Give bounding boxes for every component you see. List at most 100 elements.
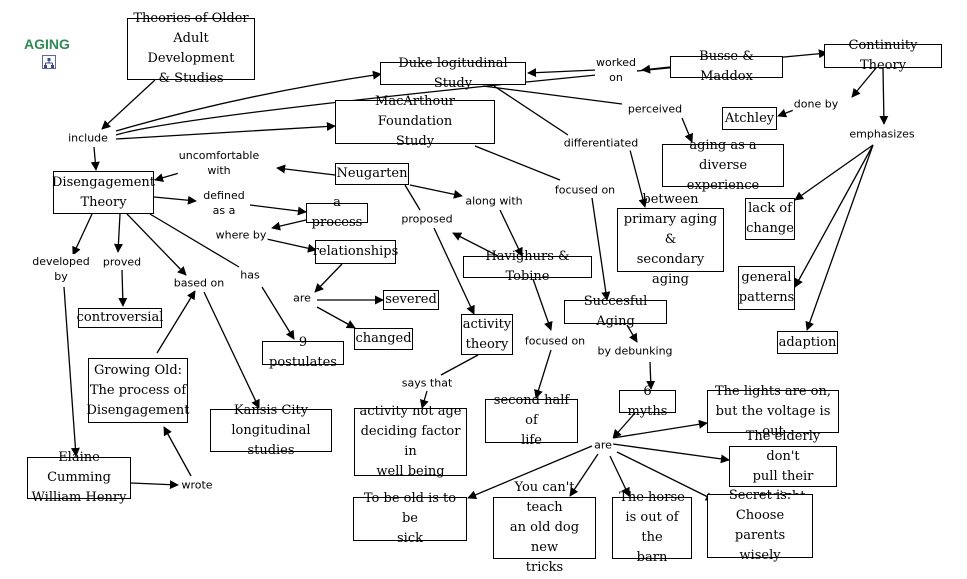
- connector-35: [149, 213, 240, 268]
- connector-31: [63, 286, 80, 457]
- connector-8: [879, 67, 889, 125]
- concept-olddog[interactable]: You can't teach an old dog new tricks: [493, 480, 596, 575]
- connector-44: [626, 324, 638, 343]
- connector-52: [569, 453, 599, 497]
- concept-diverse[interactable]: aging as a diverse experience: [662, 138, 784, 193]
- link-phrase-are-1: are: [292, 290, 312, 306]
- connector-54: [616, 451, 715, 501]
- connector-26: [271, 219, 307, 231]
- connector-16: [805, 144, 874, 331]
- link-phrase-worked-on: worked on: [595, 55, 637, 85]
- connector-4: [90, 146, 100, 171]
- concept-general[interactable]: general patterns: [738, 266, 795, 310]
- link-phrase-based-on: based on: [172, 275, 226, 291]
- link-phrase-emphasizes: emphasizes: [848, 126, 916, 142]
- connector-12: [493, 85, 569, 136]
- concept-continuity[interactable]: Continuity Theory: [824, 38, 942, 73]
- concept-disengagement[interactable]: Disengagement Theory: [52, 171, 155, 214]
- concept-neugarten[interactable]: Neugarten: [335, 163, 409, 185]
- connector-36: [261, 286, 295, 340]
- connector-41: [316, 306, 356, 329]
- link-phrase-by-debunking: by debunking: [596, 343, 674, 359]
- connector-22: [404, 184, 421, 211]
- connector-33: [118, 269, 128, 307]
- concept-growing[interactable]: Growing Old: The process of Disengagemen…: [86, 358, 190, 423]
- connector-56: [163, 426, 192, 477]
- connector-29: [433, 227, 475, 315]
- concept-map-icon[interactable]: [42, 55, 56, 69]
- concept-process[interactable]: a process: [306, 195, 368, 230]
- concept-myths[interactable]: 6 myths: [619, 384, 676, 419]
- connector-20: [591, 197, 611, 301]
- link-phrase-says-that: says that: [400, 375, 454, 391]
- concept-havighurst[interactable]: Havighurs & Tobine: [463, 249, 592, 284]
- connector-23: [499, 209, 523, 257]
- hierarchy-glyph: [44, 58, 54, 68]
- connector-2: [115, 49, 828, 136]
- concept-relationships[interactable]: relationships: [313, 240, 398, 264]
- concept-severed[interactable]: severed: [383, 290, 439, 310]
- concept-lack[interactable]: lack of change: [745, 198, 795, 240]
- link-phrase-proved: proved: [101, 254, 143, 270]
- connector-45: [646, 361, 656, 390]
- connector-30: [72, 213, 93, 256]
- connector-10: [482, 85, 623, 105]
- link-phrase-differentiated: differentiated: [562, 135, 640, 151]
- connector-55: [130, 480, 179, 490]
- link-phrase-uncomfortable: uncomfortable with: [177, 148, 261, 178]
- link-phrase-are-2: are: [593, 437, 613, 453]
- concept-duke[interactable]: Duke logitudinal Study: [380, 56, 526, 91]
- concept-theories[interactable]: Theories of Older Adult Development & St…: [127, 11, 255, 86]
- connector-5: [527, 68, 597, 78]
- concept-horse[interactable]: The horse is out of the barn: [612, 490, 692, 565]
- link-phrase-where-by: where by: [214, 227, 268, 243]
- concept-primary[interactable]: between primary aging & secondary aging: [617, 192, 724, 287]
- concept-adaption[interactable]: adaption: [777, 331, 838, 354]
- connector-42: [532, 278, 553, 331]
- connector-6: [641, 64, 671, 74]
- connector-34: [126, 213, 187, 276]
- connector-0: [101, 79, 156, 130]
- concept-atchley[interactable]: Atchley: [722, 107, 777, 130]
- connector-43: [534, 349, 552, 399]
- connector-11: [681, 117, 694, 143]
- connector-53: [609, 455, 630, 497]
- connector-50: [612, 443, 730, 464]
- connector-39: [314, 263, 343, 293]
- concept-activitynot[interactable]: activity not age deciding factor in well…: [354, 404, 467, 479]
- concept-elaine[interactable]: Elaine Cumming William Henry: [27, 450, 131, 505]
- concept-kansas[interactable]: Kansis City longitudinal studies: [210, 403, 332, 458]
- concept-changed[interactable]: changed: [354, 328, 413, 350]
- connector-15: [794, 144, 874, 288]
- concept-second[interactable]: second half of life: [485, 393, 578, 448]
- concept-elderly[interactable]: The elderly don't pull their weight: [729, 429, 837, 504]
- link-phrase-proposed: proposed: [400, 211, 454, 227]
- connector-38: [203, 291, 260, 409]
- link-phrase-along-with: along with: [464, 193, 524, 209]
- connector-3: [115, 121, 336, 140]
- concept-macarthur[interactable]: MacArthour Foundation Study: [335, 94, 495, 149]
- connector-46: [440, 354, 479, 376]
- concept-sick[interactable]: To be old is to be sick: [353, 491, 467, 546]
- connector-48: [612, 412, 636, 439]
- connector-28: [452, 232, 499, 257]
- link-phrase-wrote: wrote: [180, 477, 214, 493]
- link-phrase-defined-as: defined as a: [202, 188, 246, 218]
- link-phrase-focused-on-1: focused on: [553, 182, 617, 198]
- concept-busse[interactable]: Busse & Maddox: [670, 49, 783, 84]
- concept-successful[interactable]: Succesful Aging: [564, 294, 667, 329]
- connector-37: [156, 290, 196, 354]
- concept-postulates[interactable]: 9 postulates: [262, 335, 344, 370]
- link-phrase-perceived: perceived: [626, 101, 684, 117]
- connector-7: [851, 67, 877, 98]
- concept-controversial[interactable]: controversial: [77, 308, 163, 328]
- link-phrase-has: has: [239, 267, 261, 283]
- concept-activity[interactable]: activity theory: [461, 314, 513, 355]
- connector-1: [115, 70, 382, 132]
- connector-47: [419, 390, 429, 409]
- connector-25: [249, 204, 307, 216]
- connector-24: [153, 195, 197, 205]
- concept-secret[interactable]: Secret is: Choose parents wisely: [707, 488, 813, 563]
